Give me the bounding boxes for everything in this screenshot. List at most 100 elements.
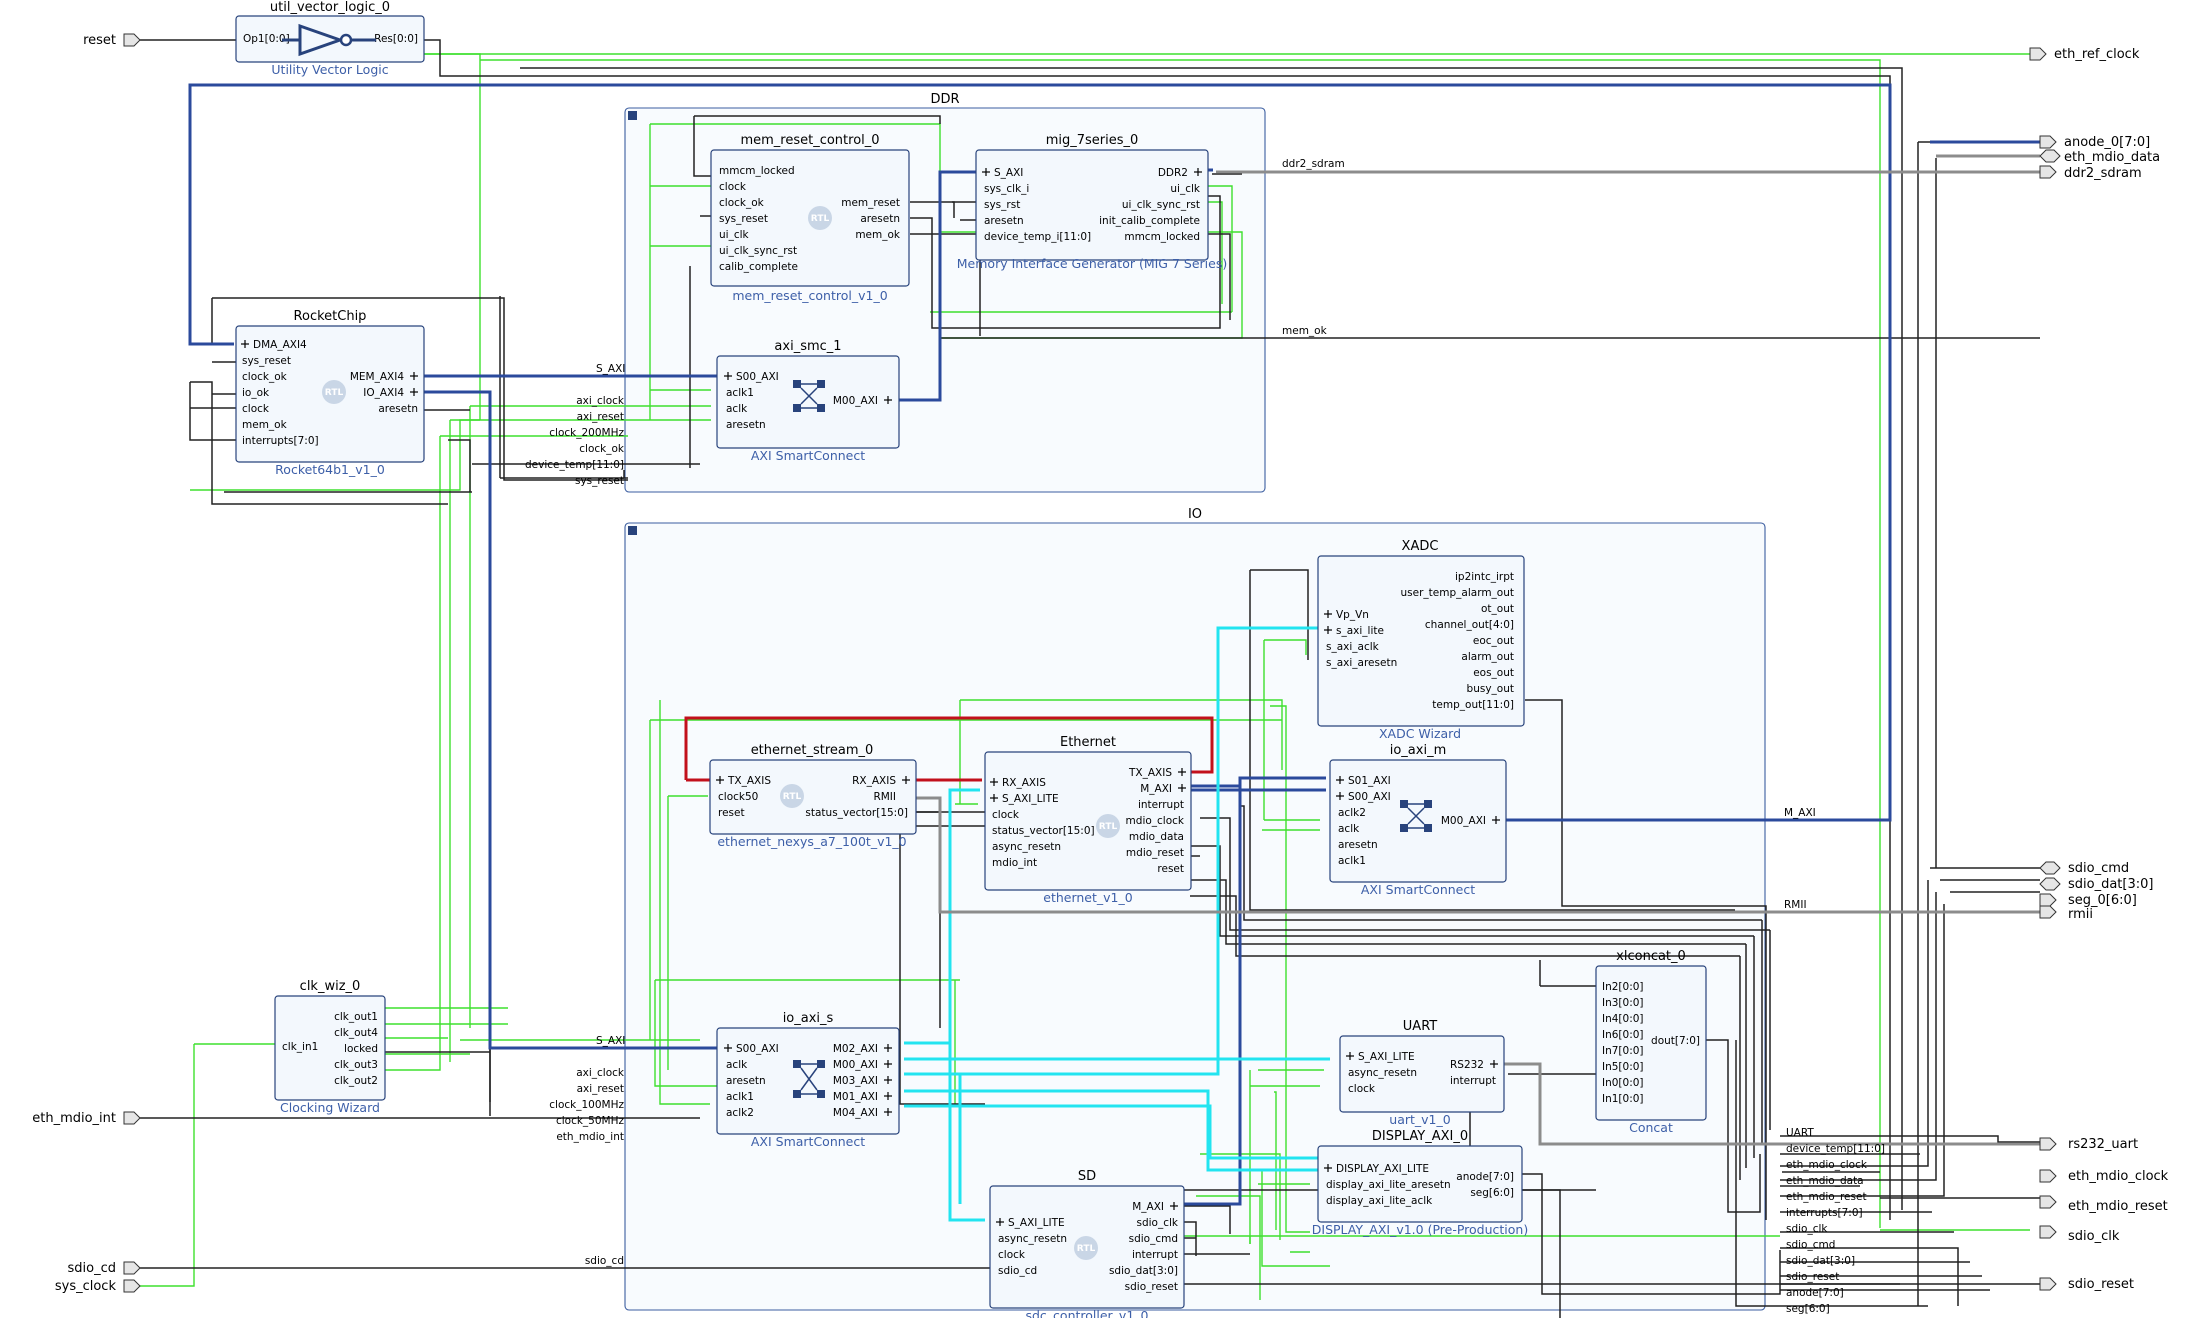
pin-label: aclk [726,1059,748,1071]
pin-label: DISPLAY_AXI_LITE [1336,1163,1429,1175]
net-label: axi_clock [576,395,625,407]
rocketchip-block[interactable]: RocketChip Rocket64b1_v1_0 DMA_AXI4 sys_… [235,309,425,477]
pin-label: s_axi_lite [1336,625,1384,637]
pin-label: mem_reset_control_0 [740,133,879,148]
pin-label: mdio_reset [1126,847,1184,859]
pin-label: RMII [873,791,896,803]
pin-label: Op1[0:0] [243,33,290,45]
pin-label: DDR2 [1158,167,1188,179]
util-vector-logic-block[interactable]: util_vector_logic_0 Utility Vector Logic… [235,0,425,77]
io-axi-s-block[interactable]: io_axi_s AXI SmartConnect S00_AXI aclk a… [716,1011,900,1149]
pin-label: In3[0:0] [1602,997,1644,1009]
pin-label: S_AXI_LITE [1358,1051,1415,1063]
pin-label: IO_AXI4 [363,387,404,399]
pin-label: io_axi_s [783,1011,834,1026]
io-collapse-icon[interactable] [628,526,637,535]
pin-label: UART [1786,1127,1814,1139]
port-sdio-clk: sdio_clk [2039,1225,2120,1244]
pin-label: async_resetn [992,841,1061,853]
pin-label: sdio_reset [2068,1277,2134,1292]
pin-label: eos_out [1473,667,1514,679]
pin-label: Concat [1629,1120,1673,1135]
pin-label: UART [1403,1019,1437,1034]
pin-label: eth_mdio_clock [1786,1159,1868,1171]
pin-label: Vp_Vn [1336,609,1369,621]
pin-label: seg_0[6:0] [2068,893,2137,908]
pin-label: In1[0:0] [1602,1093,1644,1105]
pin-label: RTL [783,792,802,802]
port-sdio-reset: sdio_reset [2039,1277,2134,1292]
pin-label: device_temp[11:0] [1786,1143,1885,1155]
pin-label: RTL [325,388,344,398]
pin-label: interrupts[7:0] [242,435,319,447]
pin-label: interrupt [1450,1075,1496,1087]
pin-label: dout[7:0] [1651,1035,1700,1047]
pin-label: mmcm_locked [719,165,795,177]
pin-label: temp_out[11:0] [1432,699,1514,711]
io-axi-m-block[interactable]: io_axi_m AXI SmartConnect S01_AXI S00_AX… [1329,743,1507,897]
pin-label: reset [1157,863,1184,875]
net-label: M_AXI [1784,807,1816,819]
pin-label: RS232 [1450,1059,1484,1071]
pin-label: M00_AXI [833,395,878,407]
pin-label: aresetn [726,419,766,431]
ddr-collapse-icon[interactable] [628,111,637,120]
io-hierarchy[interactable] [624,522,1766,1311]
pin-label: mem_ok [242,419,288,431]
pin-label: M00_AXI [1441,815,1486,827]
ethernet-block[interactable]: Ethernet ethernet_v1_0 RX_AXIS S_AXI_LIT… [984,735,1192,905]
pin-label: TX_AXIS [727,775,771,787]
sd-block[interactable]: SD sdc_controller_v1_0 S_AXI_LITE async_… [989,1169,1185,1318]
mem-reset-control-block[interactable]: mem_reset_control_0 mem_reset_control_v1… [710,133,910,303]
net-label: mem_ok [1282,325,1328,337]
xlconcat-block[interactable]: xlconcat_0 Concat In2[0:0] In3[0:0] In4[… [1595,949,1707,1135]
pin-label: sdio_reset [1125,1281,1178,1293]
pin-label: sys_clk_i [984,183,1029,195]
port-reset: reset [83,33,141,48]
pin-label: sys_rst [984,199,1020,211]
pin-label: RTL [1099,822,1118,832]
clk-wiz-block[interactable]: clk_wiz_0 Clocking Wizard clk_in1 clk_ou… [274,979,386,1115]
port-seg-0: seg_0[6:0] [2039,893,2137,908]
mig-7series-block[interactable]: mig_7series_0 Memory Interface Generator… [957,133,1227,271]
pin-label: display_axi_lite_aclk [1326,1195,1433,1207]
pin-label: sdio_clk [1786,1223,1828,1235]
pin-label: sys_clock [55,1279,117,1294]
port-eth-mdio-int: eth_mdio_int [32,1111,141,1126]
uart-block[interactable]: UART uart_v1_0 S_AXI_LITE async_resetn c… [1339,1019,1505,1127]
rtl-icon [808,206,832,230]
pin-label: M_AXI [1132,1201,1164,1213]
pin-label: In2[0:0] [1602,981,1644,993]
display-axi-block[interactable]: DISPLAY_AXI_0 DISPLAY_AXI_v1.0 (Pre-Prod… [1312,1129,1528,1237]
pin-label: sdio_reset [1786,1271,1839,1283]
pin-label: clock_ok [719,197,765,209]
net-label: S_AXI [596,1035,625,1047]
rtl-icon [780,784,804,808]
pin-label: sdio_clk [1137,1217,1179,1229]
pin-label: clock50 [718,791,758,803]
external-ports[interactable]: reset eth_mdio_int sdio_cd sys_clock eth… [32,33,2168,1294]
net-label: axi_clock [576,1067,625,1079]
pin-label: aresetn [1338,839,1378,851]
pin-label: seg[6:0] [1786,1303,1830,1315]
pin-label: In6[0:0] [1602,1029,1644,1041]
pin-label: In4[0:0] [1602,1013,1644,1025]
pin-label: eoc_out [1473,635,1514,647]
net-label: sdio_cd [585,1255,624,1267]
ethernet-stream-block[interactable]: ethernet_stream_0 ethernet_nexys_a7_100t… [709,743,917,849]
port-rs232-uart: rs232_uart [2039,1137,2138,1152]
pin-label: user_temp_alarm_out [1401,587,1514,599]
pin-label: eth_mdio_data [2064,150,2160,165]
net-label: sys_reset [575,475,624,487]
pin-label: sdio_dat[3:0] [1786,1255,1855,1267]
pin-label: aclk2 [1338,807,1366,819]
axi-smc-1-block[interactable]: axi_smc_1 AXI SmartConnect S00_AXI aclk1… [716,339,900,463]
pin-label: calib_complete [719,261,798,273]
pin-label: Res[0:0] [374,33,418,45]
pin-label: display_axi_lite_aresetn [1326,1179,1451,1191]
port-sdio-dat: sdio_dat[3:0] [2039,877,2153,892]
pin-label: mdio_data [1129,831,1184,843]
xadc-block[interactable]: XADC XADC Wizard Vp_Vn s_axi_lite s_axi_… [1317,539,1525,741]
port-sys-clock: sys_clock [55,1279,141,1294]
